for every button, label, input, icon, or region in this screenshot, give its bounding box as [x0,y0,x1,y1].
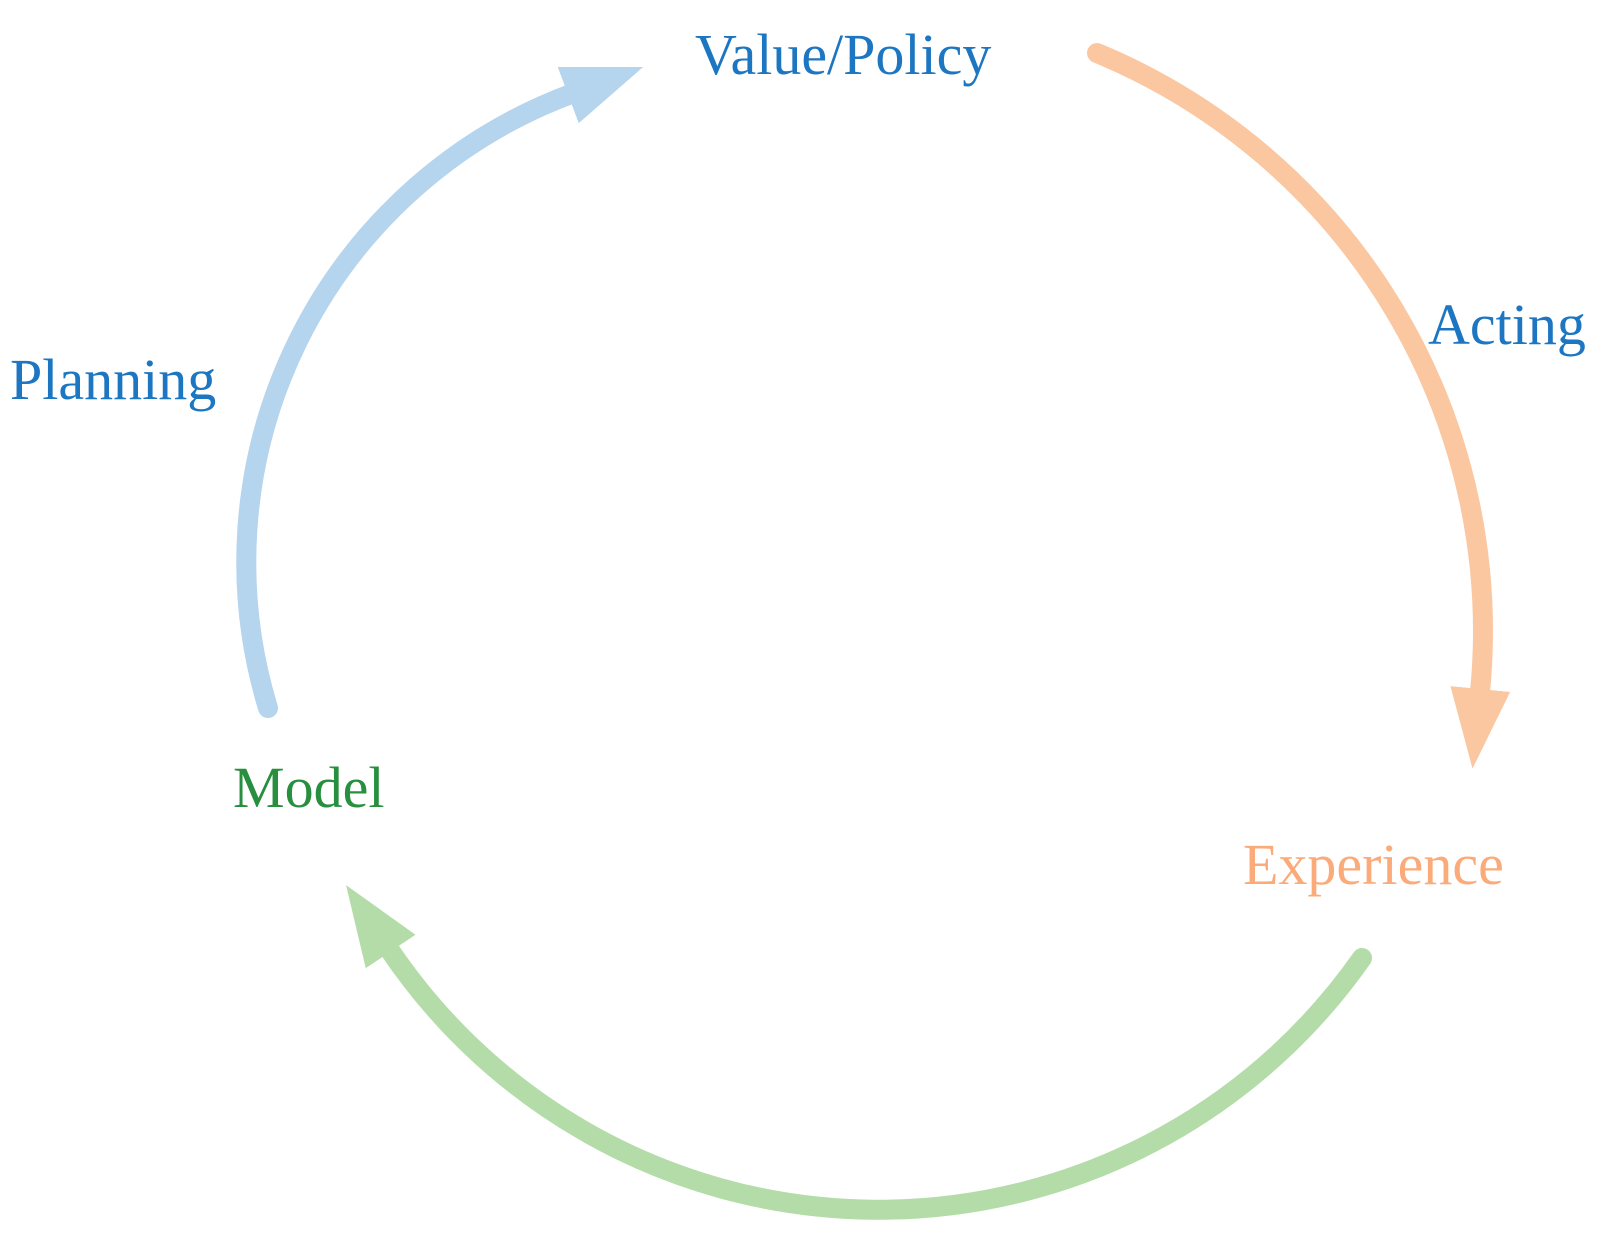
edge-label-acting: Acting [1428,292,1586,357]
planning-arrow [236,66,644,718]
node-label-experience: Experience [1243,832,1504,897]
node-label-model: Model [233,755,385,820]
node-label-value-policy: Value/Policy [695,22,992,87]
edge-label-planning: Planning [10,347,217,412]
experience-to-model-arrow [345,885,1372,1220]
acting-arrow [1087,43,1511,769]
